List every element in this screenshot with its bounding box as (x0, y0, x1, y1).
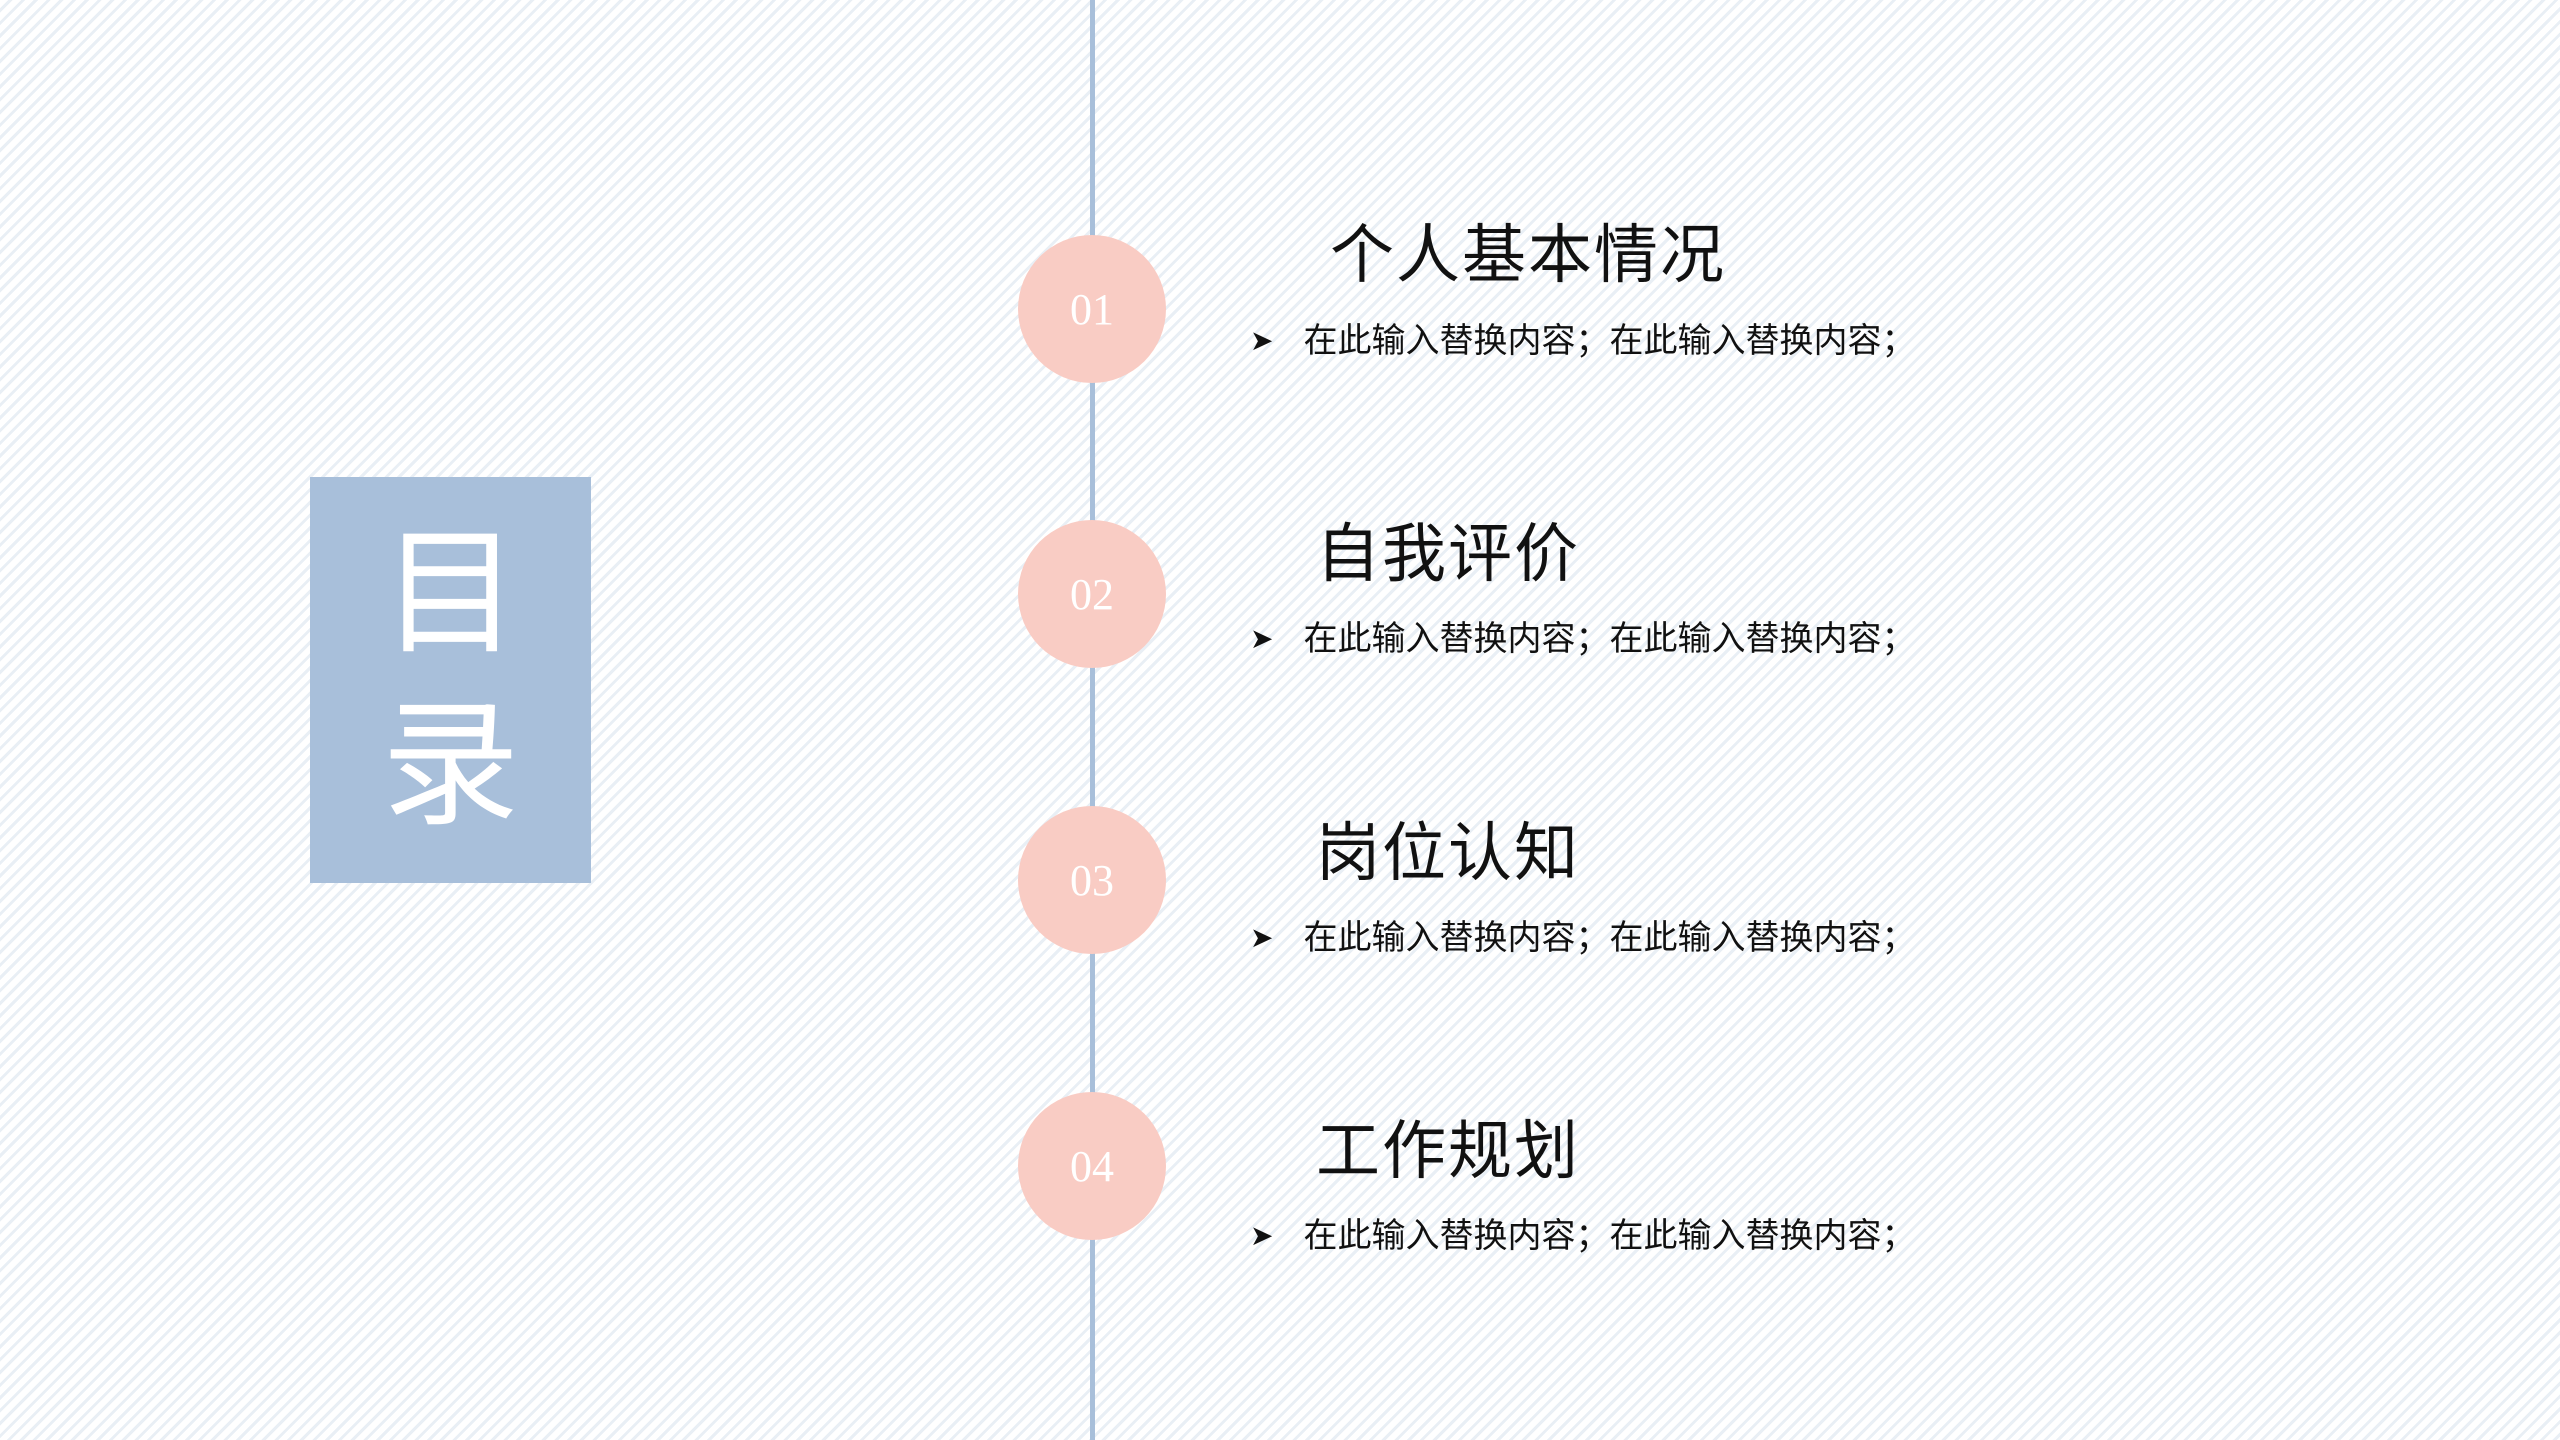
item-bullet-text: 在此输入替换内容；在此输入替换内容； (1303, 321, 1916, 361)
item-number-circle: 01 (1018, 235, 1166, 383)
toc-heading-box: 目 录 (310, 477, 591, 883)
arrowhead-icon: ➤ (1250, 324, 1274, 357)
item-number-circle: 02 (1018, 520, 1166, 668)
item-bullet: ➤ 在此输入替换内容；在此输入替换内容； (1250, 1219, 1915, 1253)
toc-heading-char: 目 (381, 513, 520, 674)
timeline-line (1090, 0, 1095, 1440)
item-bullet-text: 在此输入替换内容；在此输入替换内容； (1303, 619, 1916, 659)
item-title: 自我评价 (1316, 518, 1580, 592)
item-bullet: ➤ 在此输入替换内容；在此输入替换内容； (1250, 921, 1915, 955)
item-title: 个人基本情况 (1330, 219, 1726, 293)
item-bullet: ➤ 在此输入替换内容；在此输入替换内容； (1250, 622, 1915, 656)
item-bullet: ➤ 在此输入替换内容；在此输入替换内容； (1250, 324, 1915, 358)
arrowhead-icon: ➤ (1250, 1219, 1274, 1252)
item-number-circle: 04 (1018, 1092, 1166, 1240)
item-title: 岗位认知 (1316, 817, 1580, 891)
item-bullet-text: 在此输入替换内容；在此输入替换内容； (1303, 918, 1916, 958)
arrowhead-icon: ➤ (1250, 921, 1274, 954)
item-title: 工作规划 (1316, 1115, 1580, 1189)
arrowhead-icon: ➤ (1250, 622, 1274, 655)
toc-heading-char: 录 (381, 685, 520, 846)
item-number-circle: 03 (1018, 806, 1166, 954)
item-bullet-text: 在此输入替换内容；在此输入替换内容； (1303, 1216, 1916, 1256)
